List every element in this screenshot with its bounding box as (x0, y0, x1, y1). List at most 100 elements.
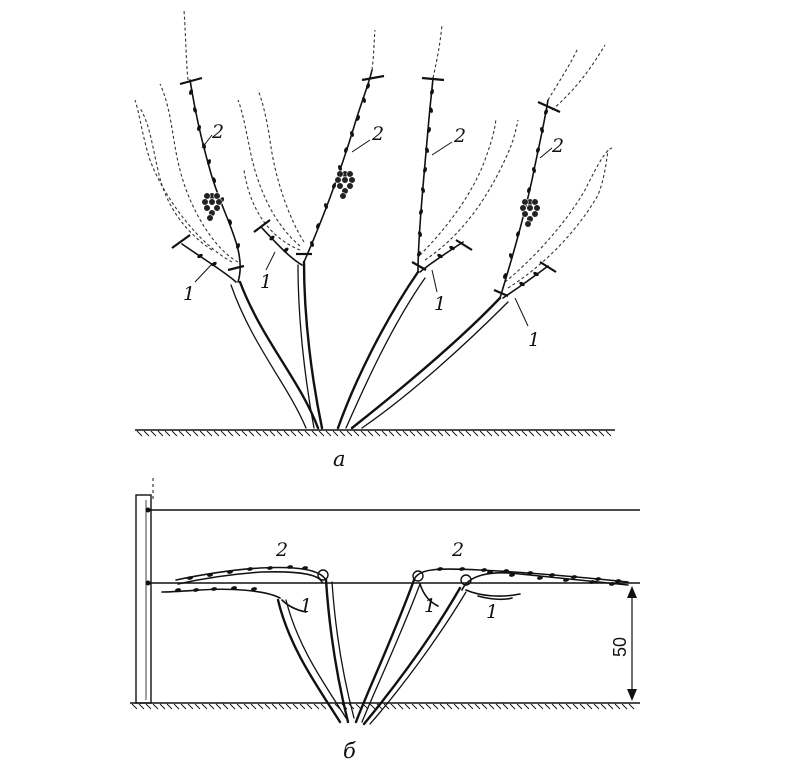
bud (609, 582, 615, 586)
ground-hatch-mark (397, 703, 404, 710)
ground-hatch-mark (453, 703, 460, 710)
ground-hatch-mark (614, 703, 621, 710)
bud (563, 578, 569, 582)
ground-hatch-mark (535, 430, 542, 437)
bud (425, 147, 429, 153)
ground-hatch-mark (234, 430, 241, 437)
bud (283, 247, 289, 253)
ground-hatch-mark (467, 703, 474, 710)
ground-hatch-mark (460, 703, 467, 710)
bud (532, 167, 536, 173)
ground-hatch-mark (591, 430, 598, 437)
trunks-a (230, 260, 509, 430)
cane-label: 2 (275, 539, 288, 561)
ground-hatch-mark (185, 430, 192, 437)
bud (350, 131, 354, 137)
ground-hatch-mark (451, 430, 458, 437)
ground-hatch-mark (278, 703, 285, 710)
cane-label: 2 (371, 123, 384, 145)
bud (423, 167, 427, 173)
bud (544, 109, 548, 115)
ground-hatch-mark (486, 430, 493, 437)
ground-hatch-mark (430, 430, 437, 437)
bud (537, 576, 543, 580)
bud (269, 235, 275, 241)
bud (228, 219, 232, 225)
ground-hatch-mark (262, 430, 269, 437)
grape-berry (531, 210, 539, 218)
ground-hatch-mark (227, 430, 234, 437)
bud (427, 127, 431, 133)
canes-b (161, 566, 629, 613)
ground-hatch-mark (269, 430, 276, 437)
ground-hatch-mark (353, 430, 360, 437)
bud (267, 566, 273, 570)
bud (549, 573, 555, 577)
bud (211, 261, 217, 267)
ground-hatch-mark (600, 703, 607, 710)
ground-hatch-mark (222, 703, 229, 710)
grape-berry (339, 192, 347, 200)
grape-berry (206, 214, 214, 222)
ground-hatch-mark (551, 703, 558, 710)
grape-berry (203, 192, 211, 200)
spur-label: 1 (434, 293, 446, 315)
ground-hatch-mark (488, 703, 495, 710)
cane-label: 2 (453, 125, 466, 147)
ground-hatch-mark (507, 430, 514, 437)
ground-hatch-mark (395, 430, 402, 437)
grape-berry (341, 176, 349, 184)
ground-hatch-b (131, 703, 635, 710)
bud (362, 97, 366, 103)
ground-hatch-mark (465, 430, 472, 437)
grape-berry (346, 170, 354, 178)
ground-hatch-mark (311, 430, 318, 437)
ground-hatch-mark (143, 430, 150, 437)
bud (449, 245, 455, 251)
ground-hatch-mark (220, 430, 227, 437)
ground-hatch-mark (241, 430, 248, 437)
ground-hatch-mark (570, 430, 577, 437)
ground-hatch-mark (549, 430, 556, 437)
grape-berry (213, 204, 221, 212)
ground-hatch-mark (213, 430, 220, 437)
bud (437, 253, 443, 259)
ground-hatch-mark (318, 430, 325, 437)
ground-hatch-mark (201, 703, 208, 710)
bud (356, 115, 360, 121)
ground-hatch-mark (516, 703, 523, 710)
bud (615, 579, 621, 583)
ground-hatch-mark (530, 703, 537, 710)
grape-berry (334, 176, 342, 184)
ground-hatch-mark (215, 703, 222, 710)
ground-hatch-mark (290, 430, 297, 437)
panel-b-caption: б (343, 739, 356, 763)
bud (516, 231, 520, 237)
ground-hatch-mark (523, 703, 530, 710)
ground-hatch-mark (152, 703, 159, 710)
ground-hatch-mark (299, 703, 306, 710)
ground-hatch-mark (437, 430, 444, 437)
bud (533, 271, 539, 277)
ground-hatch-mark (418, 703, 425, 710)
ground-hatch-mark (164, 430, 171, 437)
ground-hatch-mark (138, 703, 145, 710)
leader-lines-a (194, 134, 553, 327)
bud (197, 253, 203, 259)
bud (540, 127, 544, 133)
bud (595, 577, 601, 581)
ground-hatch-mark (593, 703, 600, 710)
grape-berry (336, 182, 344, 190)
ground-hatch-mark (355, 703, 362, 710)
ground-hatch-mark (339, 430, 346, 437)
ground-hatch-mark (199, 430, 206, 437)
ground-hatch-mark (250, 703, 257, 710)
grape-berry (533, 204, 541, 212)
grape-berry (524, 220, 532, 228)
ground-hatch-a (136, 430, 612, 437)
ground-hatch-mark (586, 703, 593, 710)
ground-hatch-mark (313, 703, 320, 710)
ground-hatch-mark (404, 703, 411, 710)
bud (503, 273, 507, 279)
ground-hatch-mark (558, 703, 565, 710)
